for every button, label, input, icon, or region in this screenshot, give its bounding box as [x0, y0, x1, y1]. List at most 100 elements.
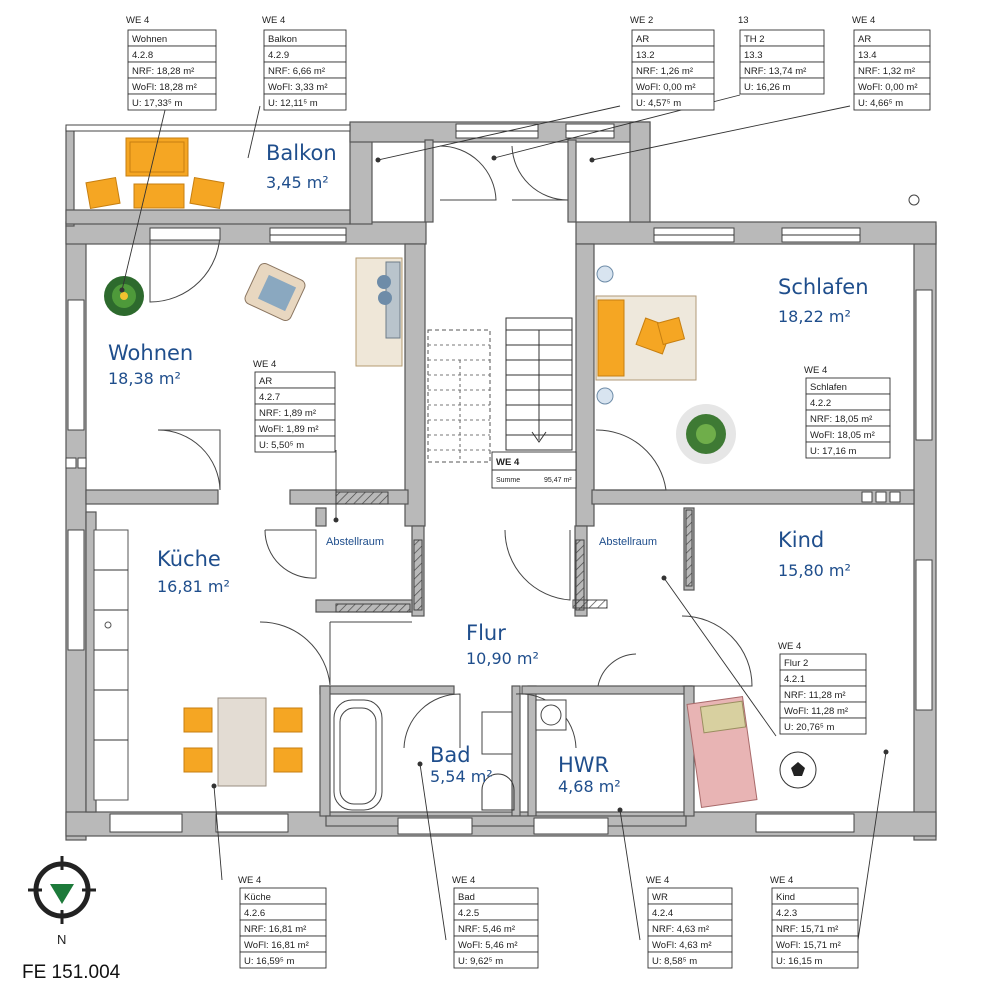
tag-wofl: WoFl: 4,63 m²	[652, 940, 711, 951]
room-name-abstellraum-right: Abstellraum	[599, 536, 657, 548]
tag-room-name: Wohnen	[132, 34, 167, 45]
tag-code: 4.2.3	[776, 908, 797, 919]
tag-wofl: WoFl: 5,46 m²	[458, 940, 517, 951]
tag-wofl: WoFl: 16,81 m²	[244, 940, 309, 951]
tag-room-name: AR	[858, 34, 871, 45]
tag-header: WE 2	[630, 15, 653, 26]
tag-u: U: 5,50⁵ m	[259, 440, 304, 451]
room-tag-bad: WE 4 Bad 4.2.5 NRF: 5,46 m² WoFl: 5,46 m…	[452, 875, 539, 969]
room-area-kueche: 16,81 m²	[157, 577, 230, 596]
tag-room-name: Kind	[776, 892, 795, 903]
bath-furniture	[333, 699, 567, 811]
tag-room-name: Flur 2	[784, 658, 808, 669]
tag-room-name: Bad	[458, 892, 475, 903]
plant-icon	[104, 276, 144, 316]
balcony-furniture	[85, 137, 225, 209]
tag-u: U: 16,15 m	[776, 956, 823, 967]
tag-wofl: WoFl: 15,71 m²	[776, 940, 841, 951]
tag-wofl: WoFl: 18,05 m²	[810, 430, 875, 441]
summary-value: 95,47 m²	[544, 477, 572, 484]
room-name-flur: Flur	[466, 621, 506, 645]
tag-header: WE 4	[770, 875, 793, 886]
tag-code: 4.2.4	[652, 908, 673, 919]
room-tag-schlafen: WE 4 Schlafen 4.2.2 NRF: 18,05 m² WoFl: …	[804, 365, 891, 459]
room-area-flur: 10,90 m²	[466, 649, 539, 668]
tag-code: 4.2.7	[259, 392, 280, 403]
tag-nrf: NRF: 1,26 m²	[636, 66, 693, 77]
room-tag-kind: WE 4 Kind 4.2.3 NRF: 15,71 m² WoFl: 15,7…	[770, 875, 859, 969]
tag-u: U: 9,62⁵ m	[458, 956, 503, 967]
room-name-wohnen: Wohnen	[108, 341, 193, 365]
tag-room-name: Balkon	[268, 34, 297, 45]
bedroom-furniture	[595, 265, 736, 464]
tag-code: 4.2.6	[244, 908, 265, 919]
tag-header: WE 4	[452, 875, 475, 886]
tag-wofl: WoFl: 3,33 m²	[268, 82, 327, 93]
tag-code: 13.3	[744, 50, 763, 61]
tag-wofl: WoFl: 0,00 m²	[636, 82, 695, 93]
room-area-wohnen: 18,38 m²	[108, 369, 181, 388]
tag-nrf: NRF: 4,63 m²	[652, 924, 709, 935]
tag-u: U: 4,57⁵ m	[636, 98, 681, 109]
tag-room-name: Küche	[244, 892, 271, 903]
room-tag-flur-2: WE 4 Flur 2 4.2.1 NRF: 11,28 m² WoFl: 11…	[778, 641, 867, 735]
area-summary-box: WE 4 Summe 95,47 m²	[491, 451, 577, 489]
room-name-kind: Kind	[778, 528, 824, 552]
tag-header: 13	[738, 15, 749, 26]
room-tag-balkon: WE 4 Balkon 4.2.9 NRF: 6,66 m² WoFl: 3,3…	[262, 15, 347, 111]
tag-header: WE 4	[852, 15, 875, 26]
room-labels: Balkon 3,45 m² Wohnen 18,38 m² Schlafen …	[108, 141, 869, 796]
tag-header: WE 4	[238, 875, 261, 886]
windows	[67, 123, 933, 835]
room-tag-ar-13-4: WE 4 AR 13.4 NRF: 1,32 m² WoFl: 0,00 m² …	[852, 15, 931, 111]
tag-wofl: WoFl: 0,00 m²	[858, 82, 917, 93]
room-tag-ar-13-2: WE 2 AR 13.2 NRF: 1,26 m² WoFl: 0,00 m² …	[630, 15, 715, 111]
room-name-kueche: Küche	[157, 547, 221, 571]
doors	[149, 145, 753, 749]
tag-code: 13.4	[858, 50, 877, 61]
tag-u: U: 12,11⁵ m	[268, 98, 318, 109]
misc-fixtures	[65, 124, 920, 503]
tag-code: 4.2.2	[810, 398, 831, 409]
tag-nrf: NRF: 1,89 m²	[259, 408, 316, 419]
tag-header: WE 4	[646, 875, 669, 886]
tag-u: U: 16,26 m	[744, 82, 791, 93]
tag-nrf: NRF: 16,81 m²	[244, 924, 306, 935]
summary-title: WE 4	[496, 457, 520, 468]
room-area-schlafen: 18,22 m²	[778, 307, 851, 326]
hatched-walls	[335, 491, 693, 613]
tag-nrf: NRF: 18,05 m²	[810, 414, 872, 425]
living-furniture	[244, 257, 403, 367]
tag-code: 4.2.9	[268, 50, 289, 61]
room-tag-th2: 13 TH 2 13.3 NRF: 13,74 m² U: 16,26 m	[738, 15, 825, 95]
tag-u: U: 17,16 m	[810, 446, 857, 457]
room-name-schlafen: Schlafen	[778, 275, 869, 299]
leader-lines	[119, 94, 889, 941]
tag-room-name: WR	[652, 892, 668, 903]
room-area-kind: 15,80 m²	[778, 561, 851, 580]
tag-nrf: NRF: 11,28 m²	[784, 690, 846, 701]
tag-header: WE 4	[253, 359, 276, 370]
room-name-abstellraum-left: Abstellraum	[326, 536, 384, 548]
room-tag-kueche: WE 4 Küche 4.2.6 NRF: 16,81 m² WoFl: 16,…	[238, 875, 327, 969]
tag-code: 4.2.5	[458, 908, 479, 919]
tag-header: WE 4	[262, 15, 285, 26]
tag-code: 13.2	[636, 50, 655, 61]
summary-label: Summe	[496, 477, 520, 484]
tag-u: U: 8,58⁵ m	[652, 956, 697, 967]
tag-u: U: 17,33⁵ m	[132, 98, 182, 109]
room-area-bad: 5,54 m²	[430, 767, 493, 786]
room-tag-ar-4-2-7: WE 4 AR 4.2.7 NRF: 1,89 m² WoFl: 1,89 m²…	[253, 359, 336, 453]
tag-room-name: Schlafen	[810, 382, 847, 393]
document-number: FE 151.004	[22, 962, 121, 983]
tag-nrf: NRF: 13,74 m²	[744, 66, 806, 77]
tag-header: WE 4	[126, 15, 149, 26]
tag-room-name: AR	[259, 376, 272, 387]
tag-header: WE 4	[778, 641, 801, 652]
room-name-balkon: Balkon	[266, 141, 337, 165]
room-tag-wr: WE 4 WR 4.2.4 NRF: 4,63 m² WoFl: 4,63 m²…	[646, 875, 733, 969]
tag-room-name: TH 2	[744, 34, 765, 45]
room-area-hwr: 4,68 m²	[558, 777, 621, 796]
tag-room-name: AR	[636, 34, 649, 45]
